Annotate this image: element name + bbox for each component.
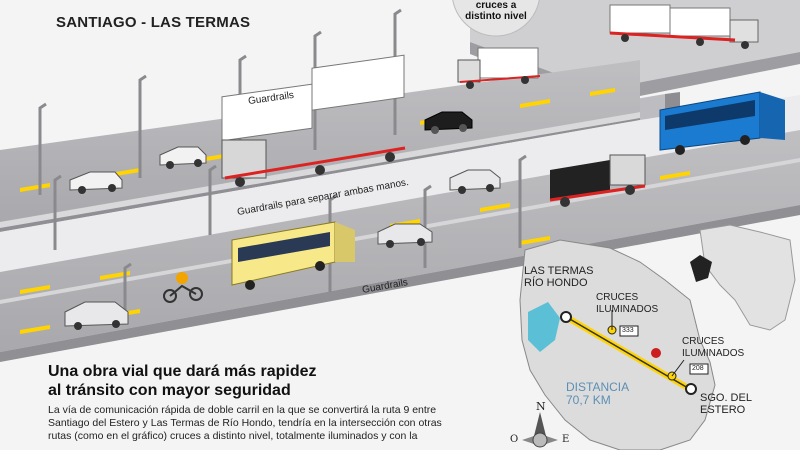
truck-far [457,47,541,89]
callout-circle [452,0,540,37]
car-black [424,111,473,134]
route-208-shield: 208 [692,365,704,372]
map-label-las-termas: LAS TERMAS RÍO HONDO [524,265,594,289]
compass-e: E [562,434,570,445]
bus-yellow [231,221,355,290]
map-distance: DISTANCIA 70,7 KM [566,380,630,407]
car-white-1 [69,171,123,194]
motorcycle [163,272,203,303]
compass-n: N [536,400,546,413]
map-label-sgo-del-estero: SGO. DEL ESTERO [700,392,752,416]
callout-text: cruces a distinto nivel [452,0,540,22]
car-grey-1 [449,169,501,194]
callout-line-2: distinto nivel [465,11,527,22]
headline-line-2: al tránsito con mayor seguridad [48,382,291,399]
bus-blue [659,91,785,155]
map-label-crossing-2: CRUCES ILUMINADOS [682,336,745,359]
callout-line-1: cruces a [475,0,517,11]
map-label-crossing-1: CRUCES ILUMINADOS [596,292,659,315]
compass-o: O [510,434,519,445]
car-grey-3 [64,301,129,330]
page-title: SANTIAGO - LAS TERMAS [56,14,251,31]
inset-map [690,224,796,331]
car-white-2 [159,146,207,169]
route-map [519,239,716,450]
car-grey-2 [377,223,433,248]
truck-upper [221,54,406,187]
headline-line-1: Una obra vial que dará más rapidez [48,363,317,380]
truck-black [549,154,646,207]
route-333-shield: 333 [622,327,634,334]
compass-icon [522,412,558,448]
article-headline: Una obra vial que dará más rapidez al tr… [48,362,378,400]
article-body: La vía de comunicación rápida de doble c… [48,404,442,442]
